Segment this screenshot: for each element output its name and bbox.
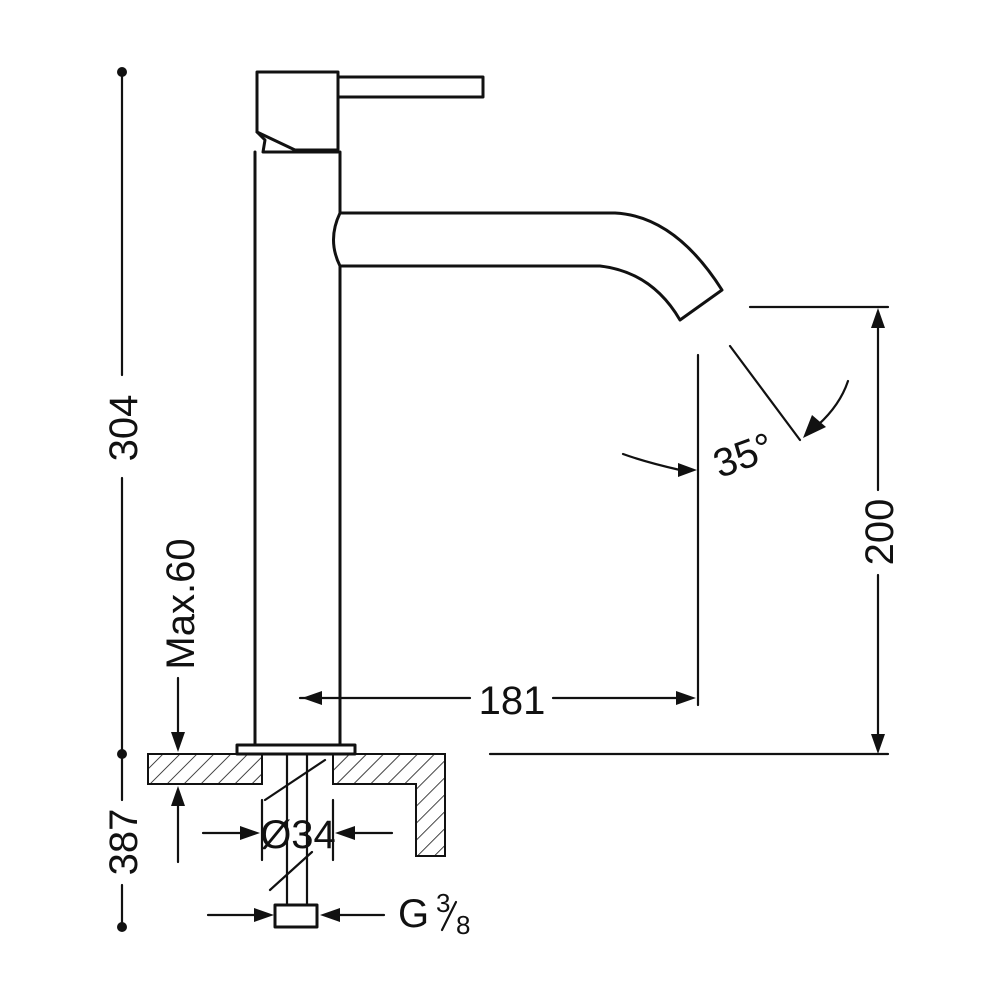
deck-left-hatch: [147, 753, 263, 785]
dim-label-hole: Ø34: [260, 813, 336, 857]
dim-label-max: Max.60: [159, 538, 203, 669]
break-mark-top: [263, 758, 327, 802]
dimension-reach: 181: [298, 353, 700, 723]
angle-arrow-left: [678, 463, 697, 477]
spout-joint: [332, 211, 342, 268]
lever-arm: [336, 75, 485, 99]
thread-label-numerator: 3: [436, 888, 450, 918]
thread-label-prefix: G: [398, 892, 429, 936]
dimension-angle: 35°: [621, 344, 850, 487]
angle-arc-left: [621, 452, 682, 472]
deck-section: [147, 752, 446, 929]
base-plate: [235, 743, 357, 756]
thread-arrow-right: [320, 908, 340, 922]
reach-arrow-left: [302, 691, 322, 705]
connector-nut: [273, 903, 319, 929]
dim-label-181: 181: [479, 679, 546, 723]
main-column: [253, 150, 342, 747]
hole-arrow-left: [240, 826, 260, 840]
dim-label-387: 387: [102, 809, 146, 876]
spout: [338, 211, 724, 322]
handle-block: [255, 70, 340, 152]
deck-right-hatch: [332, 753, 446, 857]
angle-arc-right: [816, 379, 850, 427]
thread-fraction-slash: [440, 900, 458, 932]
angle-ext-line: [728, 344, 802, 442]
cap-collar: [255, 130, 340, 154]
thread-label-denominator: 8: [456, 910, 470, 940]
dim-label-200: 200: [858, 499, 902, 566]
max-arrow-down: [171, 732, 185, 752]
dim-label-angle: 35°: [708, 425, 780, 487]
dimension-hole-diameter: Ø34: [201, 798, 394, 862]
break-mark-bottom: [268, 850, 314, 892]
dim-label-304: 304: [102, 395, 146, 462]
spout-height-arrow-down: [871, 734, 885, 754]
max-arrow-up: [171, 786, 185, 806]
dimension-left: 304 387: [102, 67, 146, 932]
dimension-spout-height: 200: [488, 305, 902, 756]
hole-arrow-right: [335, 826, 355, 840]
spout-height-arrow-up: [871, 308, 885, 328]
dimension-max-deck: Max.60: [159, 538, 203, 864]
dimension-thread: G 3 8: [206, 888, 470, 940]
angle-arrow-right: [803, 415, 826, 438]
reach-arrow-right: [676, 691, 696, 705]
faucet-outline: [235, 70, 724, 756]
thread-arrow-left: [254, 908, 274, 922]
